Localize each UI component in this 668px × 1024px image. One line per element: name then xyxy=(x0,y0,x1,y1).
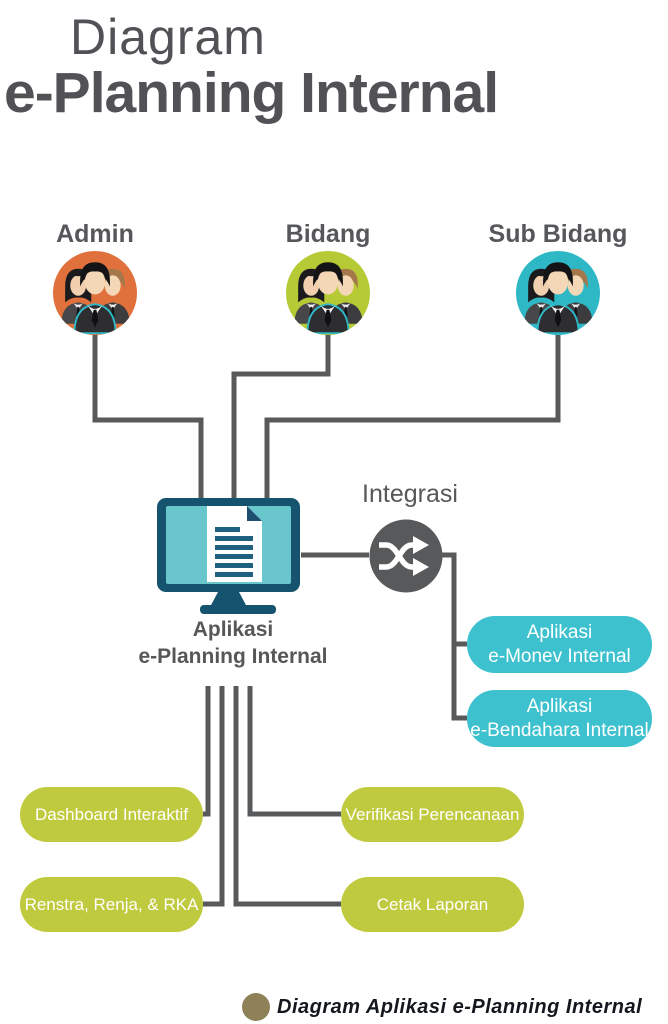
integration-label: Integrasi xyxy=(362,480,458,508)
feature-cetak-label: Cetak Laporan xyxy=(376,894,489,914)
feature-dashboard-label: Dashboard Interaktif xyxy=(34,804,189,824)
monitor-stand xyxy=(210,592,247,607)
connector-integration-to-bendahara xyxy=(442,552,467,721)
document-fold xyxy=(247,506,262,521)
user-group-icon xyxy=(286,251,370,335)
page-title-line1: Diagram xyxy=(70,9,266,65)
document-text-lines xyxy=(215,527,253,577)
actor-circle-sub-bidang xyxy=(516,251,600,335)
caption-text: Diagram Aplikasi e-Planning Internal xyxy=(277,996,643,1018)
connector-bidang-to-app xyxy=(231,333,331,498)
integrated-app-bendahara-line2: e-Bendahara Internal xyxy=(470,719,649,741)
connector-subbidang-to-app xyxy=(264,333,561,498)
actor-label-bidang: Bidang xyxy=(285,220,371,248)
integrated-app-bendahara: Aplikasi e-Bendahara Internal xyxy=(467,690,652,747)
shuffle-arrowhead-bottom xyxy=(413,558,429,576)
integration-node xyxy=(369,519,443,593)
user-group-icon xyxy=(516,251,600,335)
feature-verifikasi-label: Verifikasi Perencanaan xyxy=(345,804,520,824)
connector-app-to-verifikasi xyxy=(247,686,341,817)
connector-admin-to-app xyxy=(92,333,204,498)
feature-dashboard: Dashboard Interaktif xyxy=(20,787,203,842)
feature-renstra-label: Renstra, Renja, & RKA xyxy=(24,894,199,914)
connector-app-to-cetak xyxy=(233,686,341,907)
user-group-icon xyxy=(53,251,137,335)
shuffle-icon xyxy=(379,542,414,570)
feature-verifikasi: Verifikasi Perencanaan xyxy=(341,787,524,842)
app-label: Aplikasi e-Planning Internal xyxy=(113,616,353,670)
integrated-app-monev-line2: e-Monev Internal xyxy=(488,645,631,667)
monitor-document-icon xyxy=(157,498,300,614)
connector-app-to-renstra xyxy=(203,686,225,907)
actor-circle-admin xyxy=(53,251,137,335)
integration-circle xyxy=(369,519,443,593)
shuffle-arrowhead-top xyxy=(413,536,429,554)
integrated-app-bendahara-line1: Aplikasi xyxy=(526,695,593,717)
app-label-line1: Aplikasi xyxy=(192,618,274,641)
integrated-app-monev-line1: Aplikasi xyxy=(526,621,593,643)
app-label-line2: e-Planning Internal xyxy=(138,645,328,668)
actor-circle-bidang xyxy=(286,251,370,335)
monitor-base xyxy=(200,605,276,614)
connector-app-to-dashboard xyxy=(203,686,211,817)
actor-label-sub-bidang: Sub Bidang xyxy=(488,220,628,248)
caption-bullet-icon xyxy=(242,993,270,1021)
actor-label-admin: Admin xyxy=(56,220,134,248)
feature-renstra: Renstra, Renja, & RKA xyxy=(20,877,203,932)
feature-cetak: Cetak Laporan xyxy=(341,877,524,932)
page-title-line2: e-Planning Internal xyxy=(4,61,499,125)
integrated-app-monev: Aplikasi e-Monev Internal xyxy=(467,616,652,673)
